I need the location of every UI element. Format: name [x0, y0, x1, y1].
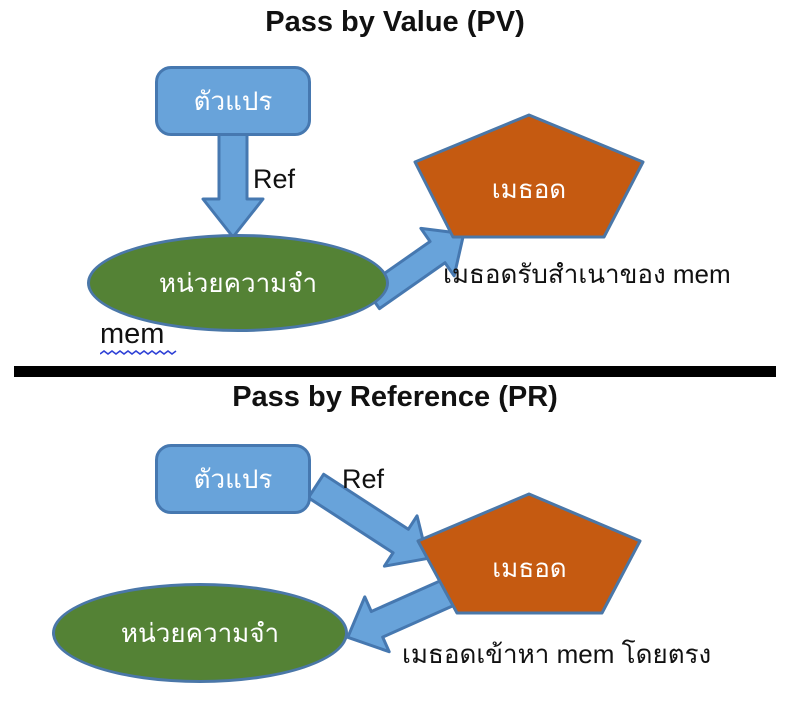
pr-variable-shape: ตัวแปร — [155, 444, 311, 514]
mem-squiggle-underline — [100, 350, 177, 355]
pr-method-label: เมธอด — [492, 553, 567, 583]
pr-memory-label: หน่วยความจำ — [120, 617, 280, 648]
pr-title: Pass by Reference (PR) — [232, 381, 558, 413]
pr-method-shape — [416, 492, 642, 615]
pv-variable-shape: ตัวแปร — [155, 66, 311, 136]
pr-caption: เมธอดเข้าหา mem โดยตรง — [402, 639, 712, 669]
pv-ref-label: Ref — [253, 164, 296, 194]
pr-ref-label: Ref — [342, 464, 385, 494]
pv-caption: เมธอดรับสำเนาของ mem — [443, 259, 731, 289]
pv-method-shape — [413, 113, 645, 239]
pv-memory-shape: หน่วยความจำ — [87, 234, 389, 332]
pv-title: Pass by Value (PV) — [265, 6, 525, 38]
section-divider — [14, 366, 776, 377]
pv-memory-label: หน่วยความจำ — [158, 267, 318, 298]
pv-mem-label: mem — [100, 318, 165, 350]
pr-memory-shape: หน่วยความจำ — [52, 583, 348, 683]
pv-variable-label: ตัวแปร — [193, 85, 273, 116]
pr-variable-label: ตัวแปร — [193, 463, 273, 494]
pv-method-label: เมธอด — [491, 174, 567, 204]
